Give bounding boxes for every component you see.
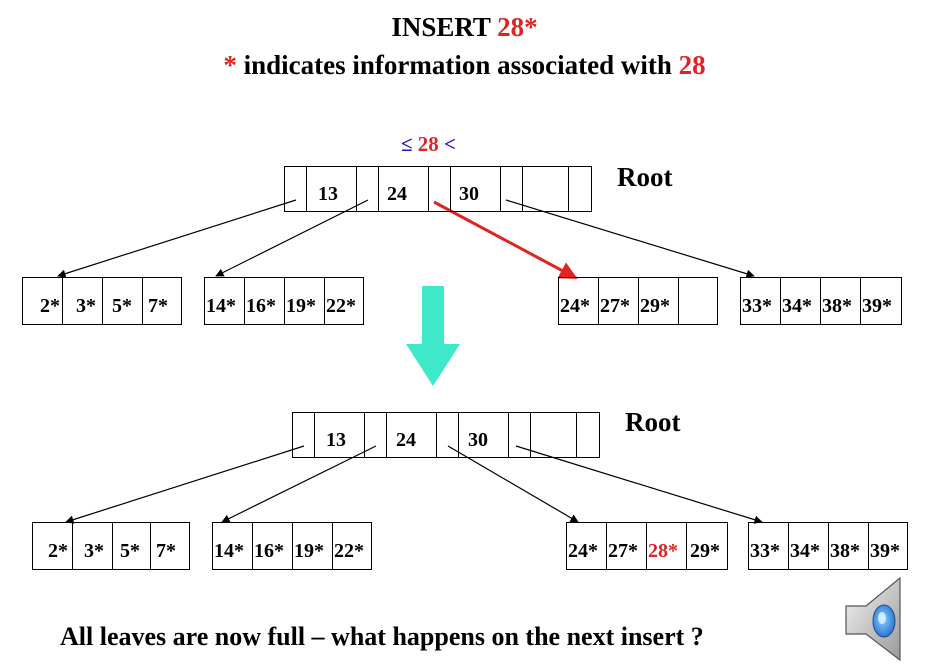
root-bottom-key-3: 30 bbox=[468, 429, 488, 451]
leaf-bottom-4-entry-4: 39* bbox=[870, 540, 900, 562]
leaf-bottom-3-entry-1: 24* bbox=[568, 540, 598, 562]
leaf-top-4-entry-1: 33* bbox=[742, 295, 772, 317]
leaf-top-2-entry-2: 16* bbox=[246, 295, 276, 317]
leaf-top-4-entry-4: 39* bbox=[862, 295, 892, 317]
leaf-top-4-entry-2: 34* bbox=[782, 295, 812, 317]
leaf-bottom-4-entry-1: 33* bbox=[750, 540, 780, 562]
leaf-bottom-4-entry-2: 34* bbox=[790, 540, 820, 562]
leaf-bottom-1-entry-1: 2* bbox=[48, 540, 68, 562]
edge-top-1 bbox=[57, 199, 297, 278]
edge-top-2 bbox=[215, 199, 369, 277]
edge-bottom-1 bbox=[65, 445, 305, 524]
down-arrow-icon bbox=[406, 286, 460, 386]
leaf-bottom-1-entry-2: 3* bbox=[84, 540, 104, 562]
root-node-top bbox=[284, 166, 592, 212]
leaf-bottom-3-entry-2: 27* bbox=[608, 540, 638, 562]
footer-question: All leaves are now full – what happens o… bbox=[60, 622, 704, 651]
leaf-top-3-entry-3: 29* bbox=[640, 295, 670, 317]
edge-bottom-2 bbox=[221, 445, 377, 523]
subtitle-key: 28 bbox=[678, 50, 706, 80]
leaf-bottom-1-entry-4: 7* bbox=[156, 540, 176, 562]
leaf-bottom-3-entry-4: 29* bbox=[690, 540, 720, 562]
leaf-top-2 bbox=[204, 277, 364, 325]
root-bottom-key-1: 13 bbox=[326, 429, 346, 451]
condition-right: < bbox=[444, 132, 456, 156]
leaf-top-1-entry-4: 7* bbox=[148, 295, 168, 317]
leaf-bottom-4 bbox=[748, 522, 908, 570]
leaf-bottom-1-entry-3: 5* bbox=[120, 540, 140, 562]
root-top-key-2: 24 bbox=[387, 183, 407, 205]
leaf-bottom-2-entry-2: 16* bbox=[254, 540, 284, 562]
edge-bottom-4 bbox=[515, 445, 763, 524]
root-label-top: Root bbox=[617, 162, 673, 192]
root-bottom-key-2: 24 bbox=[396, 429, 416, 451]
leaf-top-4 bbox=[740, 277, 902, 325]
leaf-bottom-4-entry-3: 38* bbox=[830, 540, 860, 562]
page-subtitle: * indicates information associated with … bbox=[0, 50, 929, 81]
root-top-key-3: 30 bbox=[459, 183, 479, 205]
leaf-top-1 bbox=[22, 277, 182, 325]
leaf-top-1-entry-2: 3* bbox=[76, 295, 96, 317]
leaf-bottom-2-entry-4: 22* bbox=[334, 540, 364, 562]
leaf-top-1-entry-3: 5* bbox=[112, 295, 132, 317]
root-top-key-1: 13 bbox=[318, 183, 338, 205]
edge-bottom-3 bbox=[447, 445, 579, 523]
leaf-top-4-entry-3: 38* bbox=[822, 295, 852, 317]
leaf-bottom-3-entry-3-inserted: 28* bbox=[648, 540, 678, 562]
title-prefix: INSERT bbox=[391, 12, 498, 42]
condition-left: ≤ bbox=[401, 132, 413, 156]
title-key: 28* bbox=[497, 12, 538, 42]
leaf-bottom-1 bbox=[32, 522, 190, 570]
leaf-bottom-2-entry-3: 19* bbox=[294, 540, 324, 562]
leaf-bottom-3 bbox=[566, 522, 728, 570]
subtitle-text: indicates information associated with bbox=[236, 50, 679, 80]
page-title: INSERT 28* bbox=[0, 12, 929, 43]
leaf-top-3-entry-1: 24* bbox=[560, 295, 590, 317]
leaf-top-2-entry-4: 22* bbox=[326, 295, 356, 317]
leaf-bottom-2-entry-1: 14* bbox=[214, 540, 244, 562]
leaf-top-2-entry-1: 14* bbox=[206, 295, 236, 317]
edge-top-4 bbox=[505, 199, 755, 278]
leaf-bottom-2 bbox=[212, 522, 372, 570]
leaf-top-3 bbox=[558, 277, 718, 325]
root-label-bottom: Root bbox=[625, 407, 681, 437]
edge-top-3-highlight bbox=[433, 200, 578, 280]
condition-key: 28 bbox=[417, 132, 439, 156]
leaf-top-2-entry-3: 19* bbox=[286, 295, 316, 317]
root-node-bottom bbox=[292, 412, 600, 458]
leaf-top-1-entry-1: 2* bbox=[40, 295, 60, 317]
subtitle-star: * bbox=[223, 50, 237, 80]
leaf-top-3-entry-2: 27* bbox=[600, 295, 630, 317]
insert-condition: ≤ 28 < bbox=[401, 134, 456, 155]
